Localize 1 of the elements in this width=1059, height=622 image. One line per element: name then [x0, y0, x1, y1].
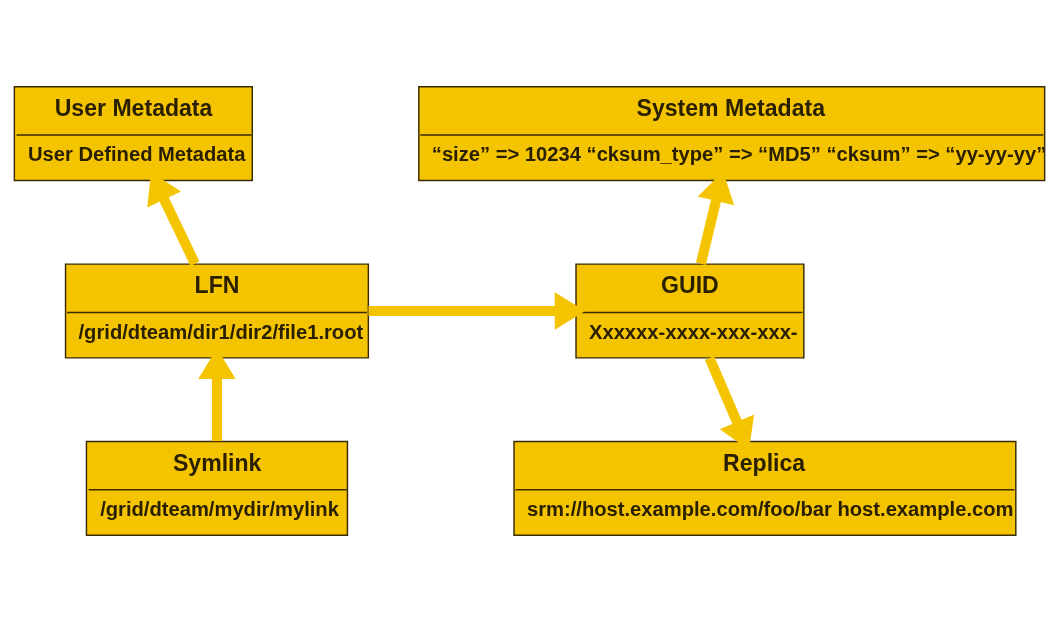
arrow [368, 292, 586, 330]
